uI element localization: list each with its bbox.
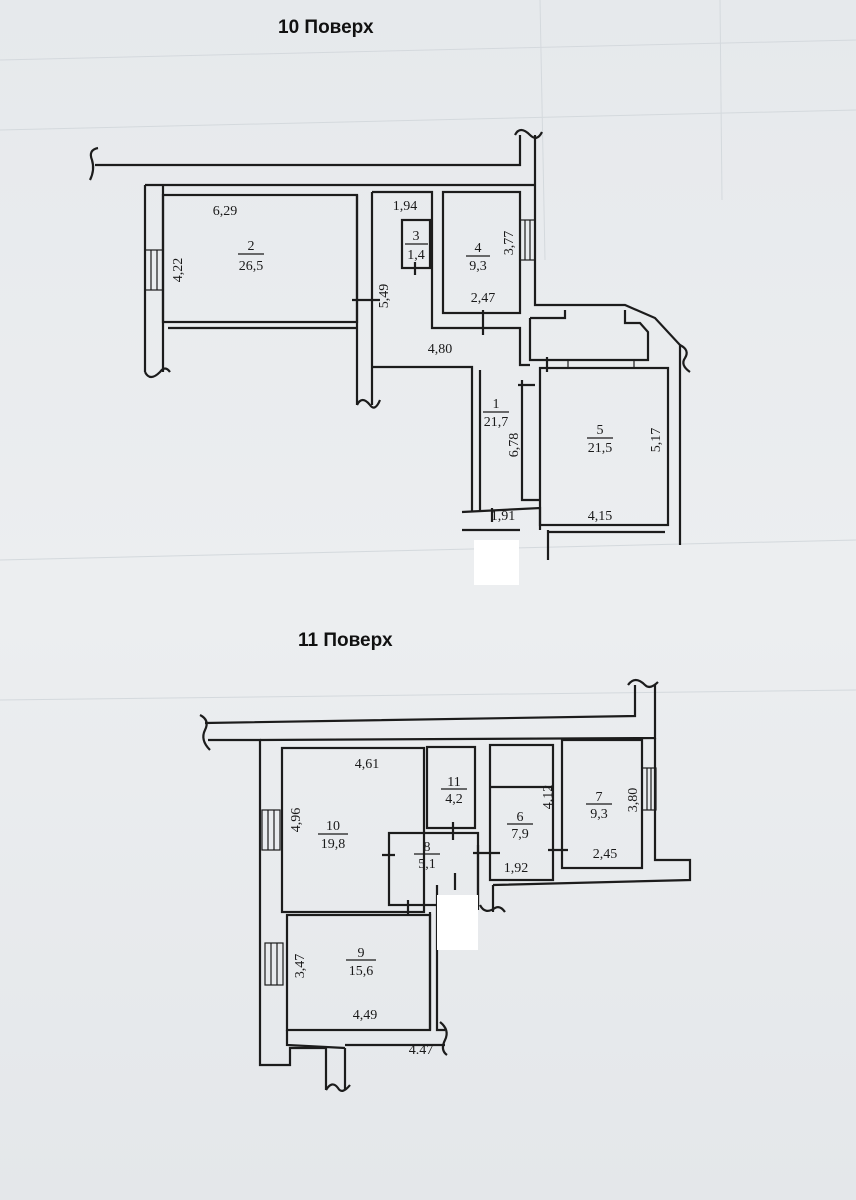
svg-text:15,6: 15,6	[349, 964, 374, 979]
svg-text:26,5: 26,5	[239, 259, 264, 274]
floor-11-title: 11 Поверх	[298, 630, 393, 651]
room-5-label: 521,5	[587, 423, 613, 456]
svg-text:7: 7	[596, 790, 603, 805]
svg-text:6,78: 6,78	[507, 433, 522, 458]
floor-10-title: 10 Поверх	[278, 17, 374, 38]
redaction-box	[474, 540, 519, 585]
svg-text:7,9: 7,9	[511, 827, 529, 842]
redaction-box	[437, 895, 478, 950]
room-6-label: 67,9	[507, 810, 533, 842]
paper-grid	[0, 0, 856, 701]
svg-text:4: 4	[475, 241, 482, 256]
svg-text:4,15: 4,15	[588, 509, 613, 524]
svg-text:3,77: 3,77	[502, 231, 517, 256]
svg-text:3,47: 3,47	[293, 954, 308, 979]
svg-text:4,96: 4,96	[289, 808, 304, 833]
room-2-label: 226,5	[238, 239, 264, 274]
svg-text:2: 2	[248, 239, 255, 254]
svg-text:4.47: 4.47	[409, 1043, 434, 1058]
svg-text:11: 11	[447, 775, 460, 790]
svg-text:9: 9	[358, 946, 365, 961]
svg-text:9,3: 9,3	[469, 259, 487, 274]
svg-text:4,80: 4,80	[428, 342, 453, 357]
svg-text:9,3: 9,3	[590, 807, 608, 822]
floor-11-walls	[199, 678, 692, 1092]
svg-text:4,49: 4,49	[353, 1008, 378, 1023]
room-4-label: 49,3	[466, 241, 490, 274]
svg-text:3,80: 3,80	[626, 788, 641, 813]
svg-text:21,7: 21,7	[484, 415, 509, 430]
floor-10-dimensions: 6,29 4,22 5,49 1,94 3,77 2,47 4,80 6,78 …	[171, 199, 664, 524]
room-9-label: 915,6	[346, 946, 376, 979]
svg-text:2,47: 2,47	[471, 291, 496, 306]
svg-text:5,1: 5,1	[418, 857, 436, 872]
svg-text:2,45: 2,45	[593, 847, 618, 862]
room-1-label: 121,7	[483, 397, 509, 430]
room-7-label: 79,3	[586, 790, 612, 822]
svg-text:4,22: 4,22	[171, 258, 186, 283]
svg-text:5,49: 5,49	[377, 284, 392, 309]
svg-text:4,61: 4,61	[355, 757, 380, 772]
room-8-label: 85,1	[414, 840, 440, 872]
svg-text:4,12: 4,12	[541, 785, 556, 810]
svg-text:1,4: 1,4	[407, 248, 425, 263]
svg-text:5: 5	[597, 423, 604, 438]
svg-text:8: 8	[424, 840, 431, 855]
floor-11-dimensions: 4,61 4,96 4,12 3,80 1,92 2,45 3,47 4,49 …	[289, 757, 641, 1058]
svg-text:4,2: 4,2	[445, 792, 463, 807]
floor-10-walls	[89, 128, 691, 560]
svg-text:1,94: 1,94	[393, 199, 418, 214]
svg-text:6,29: 6,29	[213, 204, 238, 219]
svg-text:21,5: 21,5	[588, 441, 613, 456]
svg-text:3: 3	[413, 229, 420, 244]
svg-text:6: 6	[517, 810, 524, 825]
room-10-label: 10 19,8	[318, 819, 348, 852]
svg-text:19,8: 19,8	[321, 837, 346, 852]
svg-text:1: 1	[493, 397, 500, 412]
svg-text:10: 10	[326, 819, 340, 834]
room-3-label: 31,4	[405, 229, 428, 263]
svg-text:1,91: 1,91	[491, 509, 516, 524]
svg-text:1,92: 1,92	[504, 861, 529, 876]
floor-10-rooms: 226,5 31,4 49,3 121,7 521,5	[238, 229, 613, 456]
room-11-label: 114,2	[441, 775, 467, 807]
svg-text:5,17: 5,17	[649, 428, 664, 453]
